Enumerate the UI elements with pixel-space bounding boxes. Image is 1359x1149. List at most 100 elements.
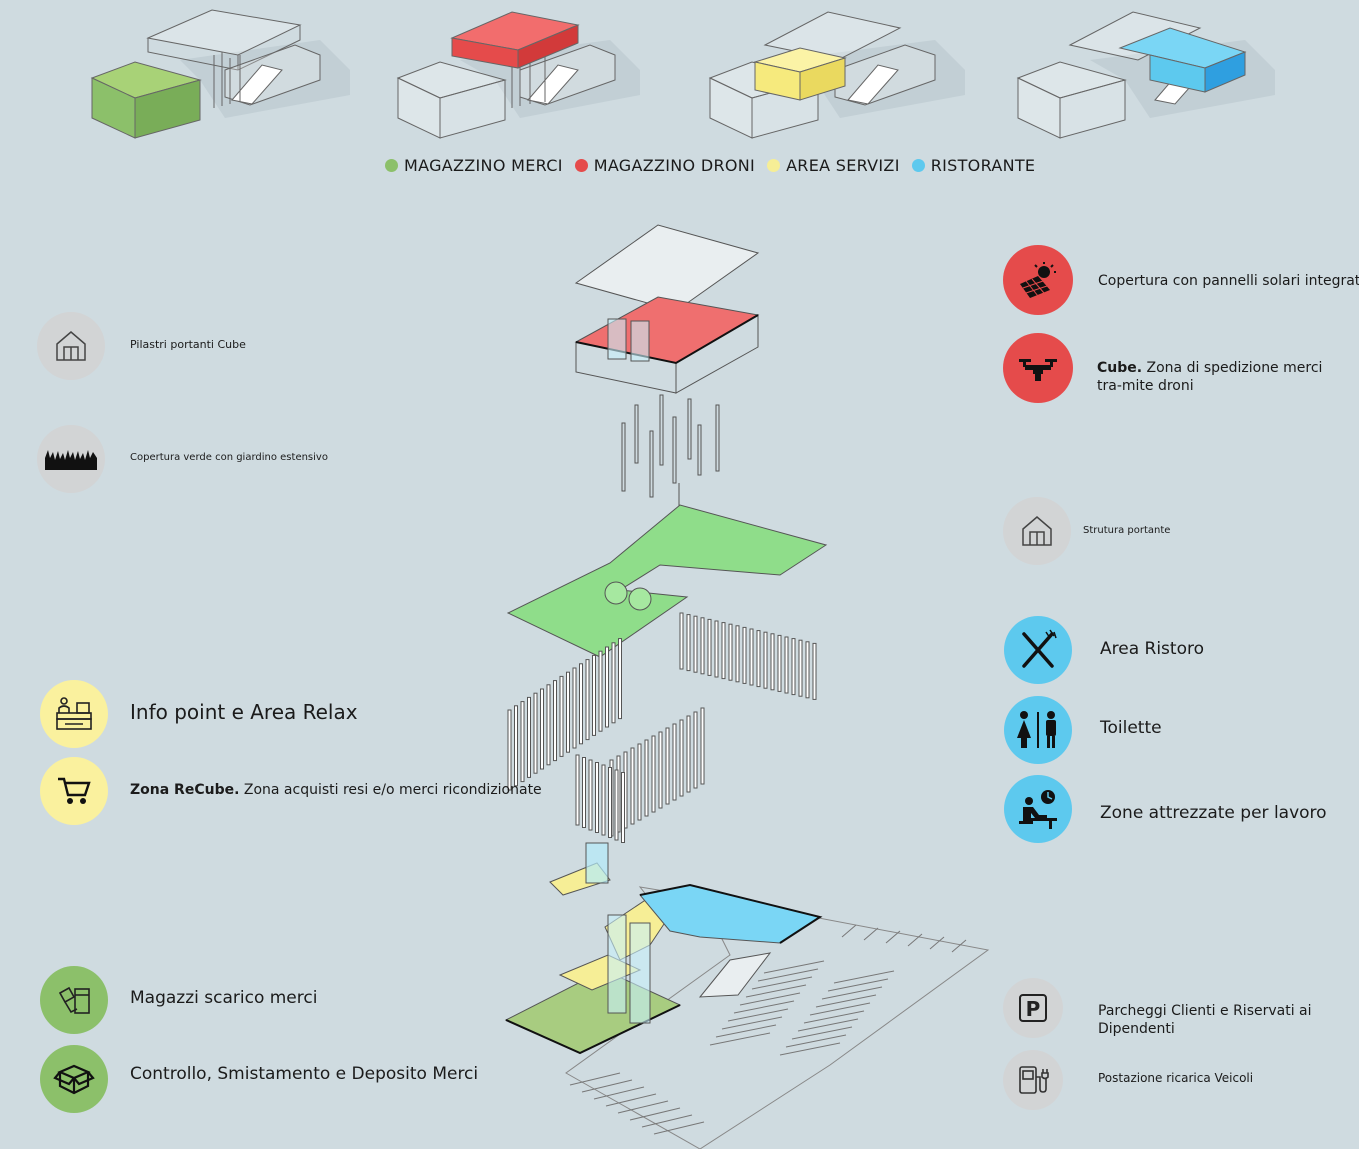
fork-knife-icon [1022,629,1057,668]
house-outline-icon [1022,516,1052,546]
open-box-icon [53,1064,95,1095]
parking-stripe [885,930,901,944]
legend-dot-icon [385,159,398,172]
facade-slat [693,711,698,789]
facade-slat [598,650,603,732]
massing-diagrams [90,9,1275,139]
facade-slat [630,747,635,825]
grass-icon [45,450,97,470]
massing-diagram-ristorante [1016,11,1275,139]
facade-slats [507,612,817,843]
toilette-label: Toilette [1100,718,1162,738]
parking-stripe [763,960,825,974]
ristoro-circle [1004,616,1072,684]
facade-slat [721,622,726,680]
parking-stripe [863,927,879,941]
facade-slat [614,769,619,841]
drone-icon [1019,359,1057,381]
parking-stripe [809,1002,871,1016]
parking-stripe [827,978,889,992]
restroom-icon [1017,711,1056,748]
parking-stripe [779,1042,841,1056]
parking-stripe [745,984,807,998]
massing-diagram-droni [396,11,640,139]
facade-slat [605,646,609,728]
parking-stripe [907,933,923,947]
facade-slat [592,654,596,736]
facade-slat [546,684,551,766]
parking-stripe [617,1100,669,1114]
controllo-label: Controllo, Smistamento e Deposito Merci [130,1064,479,1084]
magazzi-label: Magazzi scarico merci [130,988,318,1008]
shopping-cart-icon [58,777,91,804]
info-point-label: Info point e Area Relax [130,700,358,724]
facade-slat [686,715,691,793]
parking-stripe [715,1024,777,1038]
facade-slat [714,620,719,678]
facade-slat [533,692,538,774]
parking-stripe [815,994,877,1008]
facade-slat [672,723,677,801]
roof-plate [574,224,760,312]
exploded-axonometric [504,224,990,1149]
facade-slat [514,705,518,787]
parcheggi-label: Parcheggi Clienti e Riservati ai Dipende… [1098,1003,1312,1037]
facade-slat [770,633,775,691]
ricarica-circle [1003,1050,1063,1110]
parking-stripe [653,1121,705,1135]
struttura-label: Strutura portante [1083,525,1171,536]
facade-slat [728,623,733,681]
parking-stripe [629,1107,681,1121]
parking-stripe [733,1000,795,1014]
massing-diagram-merci [90,9,350,139]
facade-slat [520,701,525,783]
parking-stripe [641,1114,693,1128]
solar-panel-icon [1020,262,1056,298]
facade-slat [559,675,564,757]
recube-label-text: Zona acquisti resi e/o merci ricondizion… [239,782,542,798]
cube-circle [1003,333,1073,403]
facade-slat [812,642,817,700]
facade-slat [595,762,599,833]
facade-slat [527,696,531,778]
legend-item-droni: MAGAZZINO DRONI [574,156,755,175]
facade-slat [507,709,512,791]
lavoro-circle [1004,775,1072,843]
facade-slat [611,642,616,724]
recube-label-bold: Zona ReCube. [130,782,240,798]
recube-circle [40,757,108,825]
cube-label-bold: Cube. [1097,360,1143,376]
parking-stripe [785,1034,847,1048]
info-desk-icon [56,697,92,730]
facade-slat [572,667,577,749]
ristoro-label: Area Ristoro [1100,639,1205,659]
legend-dot-icon [911,159,925,172]
desk-worker-icon [1019,790,1057,829]
parking-stripe [569,1072,621,1086]
pannelli-label: Copertura con pannelli solari integrati [1098,273,1359,289]
copertura-verde-label: Copertura verde con giardino estensivo [130,452,328,463]
legend-item-ristorante: RISTORANTE [911,156,1036,175]
parking-stripe [929,936,945,950]
legend-item-servizi: AREA SERVIZI [767,156,900,175]
parking-stripe [709,1032,771,1046]
parking-stripe [951,939,967,953]
legend-dot-icon [767,159,781,172]
massing-diagram-servizi [708,11,965,139]
pannelli-circle [1003,245,1073,315]
facade-slat [585,659,590,741]
facade-slat [693,615,698,673]
facade-slat [601,764,606,836]
facade-slat [621,772,625,843]
facade-slat [553,680,557,762]
facade-slat [651,735,656,813]
unloading-box-icon [58,986,90,1014]
parcheggi-circle: P [1003,978,1063,1038]
parking-stripe [797,1018,859,1032]
parking-stripe [605,1093,657,1107]
facade-slat [707,618,712,676]
facade-slat [805,641,810,699]
facade-slat [735,625,740,683]
pilastri-label: Pilastri portanti Cube [130,338,246,351]
facade-slat [575,754,580,826]
